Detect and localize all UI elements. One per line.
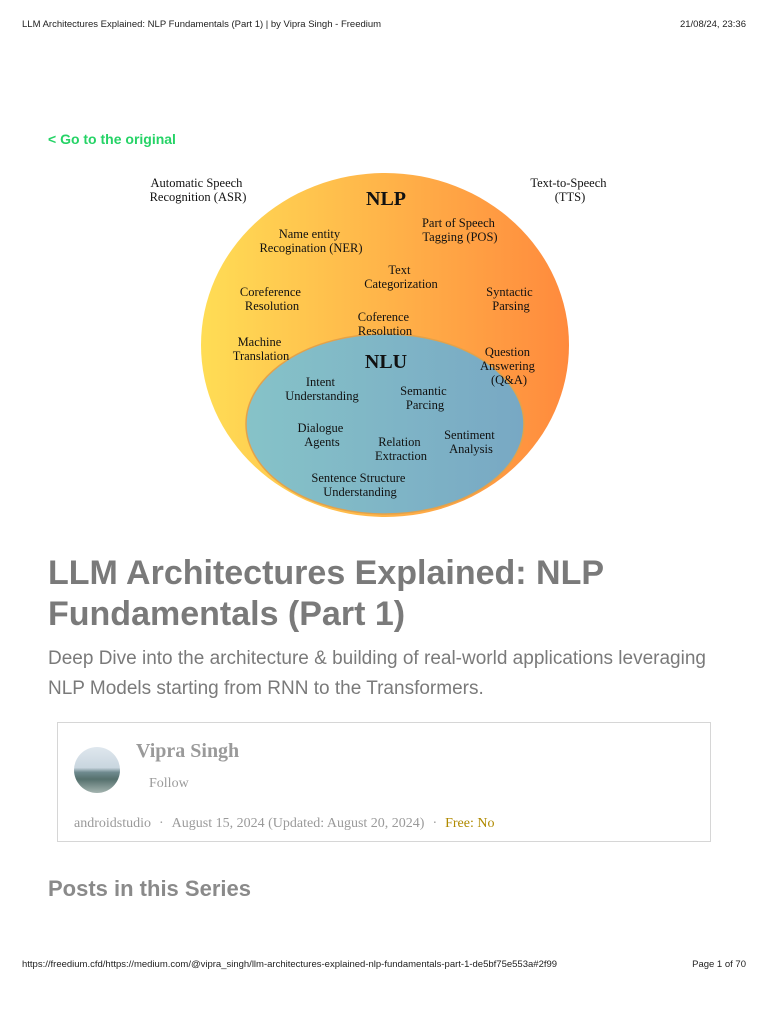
relation-extraction-label: Relation Extraction (375, 435, 428, 463)
ner-label: Name entity Recogination (NER) (259, 227, 362, 255)
nlu-ellipse (245, 333, 525, 515)
print-header: LLM Architectures Explained: NLP Fundame… (22, 18, 746, 32)
print-header-title: LLM Architectures Explained: NLP Fundame… (22, 19, 382, 30)
semantic-parcing-label: Semantic Parcing (400, 384, 450, 412)
tts-label: Text-to-Speech (TTS) (530, 176, 609, 204)
author-card: Vipra Singh Follow androidstudio · August … (57, 722, 711, 842)
dialogue-agents-label: Dialogue Agents (298, 421, 347, 449)
nlu-title: NLU (365, 351, 407, 373)
nlp-nlu-diagram: Automatic Speech Recognition (ASR) Text-… (130, 168, 650, 528)
nlp-title: NLP (366, 188, 406, 210)
syntactic-parsing-label: Syntactic Parsing (486, 285, 536, 313)
text-categorization-label: Text Categorization (364, 263, 438, 291)
qa-label: Question Answering (Q&A) (480, 345, 538, 387)
go-to-original-link[interactable]: < Go to the original (48, 131, 176, 147)
article-title: LLM Architectures Explained: NLP Fundame… (48, 554, 604, 633)
publication-name[interactable]: androidstudio (74, 816, 151, 831)
article-subtitle: Deep Dive into the architecture & buildi… (48, 648, 706, 699)
posts-series-heading: Posts in this Series (48, 876, 251, 901)
coreference-label: Coreference Resolution (240, 285, 304, 313)
meta-separator: · (432, 816, 438, 831)
publish-date: August 15, 2024 (Updated: August 20, 202… (171, 816, 425, 831)
print-footer-page: Page 1 of 70 (692, 959, 746, 970)
coference-label: Coference Resolution (358, 310, 413, 338)
print-header-datetime: 21/08/24, 23:36 (679, 19, 746, 30)
print-footer: https://freedium.cfd/https://medium.com/… (22, 958, 746, 972)
print-footer-url: https://freedium.cfd/https://medium.com/… (22, 959, 558, 970)
sentence-structure-label: Sentence Structure Understanding (311, 471, 408, 499)
sentiment-analysis-label: Sentiment Analysis (444, 428, 498, 456)
article-meta: androidstudio · August 15, 2024 (Updated: … (74, 816, 495, 832)
intent-understanding-label: Intent Understanding (285, 375, 359, 403)
pos-label: Part of Speech Tagging (POS) (422, 216, 498, 244)
machine-translation-label: Machine Translation (233, 335, 290, 363)
asr-label: Automatic Speech Recognition (ASR) (150, 176, 247, 204)
diagram-svg: Automatic Speech Recognition (ASR) Text-… (150, 173, 609, 517)
author-name-link[interactable]: Vipra Singh (136, 740, 240, 762)
author-avatar[interactable] (74, 747, 120, 793)
meta-separator: · (159, 816, 164, 831)
follow-button[interactable]: Follow (149, 776, 189, 791)
free-status-badge: Free: No (445, 816, 495, 831)
